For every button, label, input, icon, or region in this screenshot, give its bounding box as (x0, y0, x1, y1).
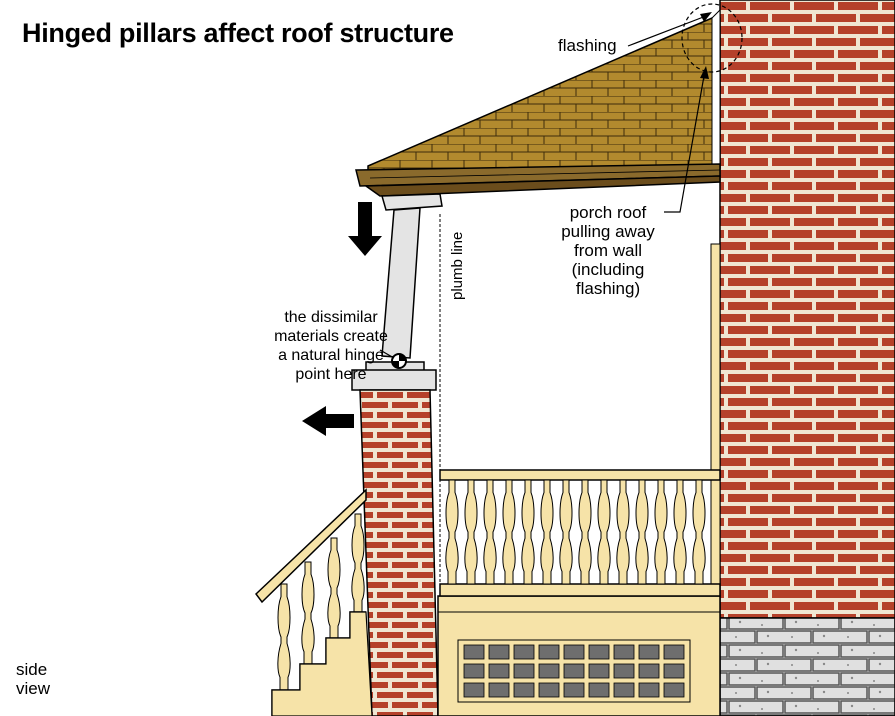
column-capital (381, 193, 443, 211)
stair-railing (254, 488, 373, 716)
hinge-note-label: the dissimilar materials create a natura… (274, 309, 388, 383)
roof-gap (711, 8, 721, 169)
baluster (540, 479, 554, 585)
hinge-point-icon (391, 353, 407, 369)
baluster (597, 479, 611, 585)
baluster (445, 479, 459, 585)
baluster (327, 537, 341, 639)
baluster (673, 479, 687, 585)
tilted-column (381, 207, 421, 359)
baluster (635, 479, 649, 585)
baluster (277, 583, 291, 691)
brick-wall (719, 0, 895, 619)
baluster (301, 561, 315, 665)
page-title: Hinged pillars affect roof structure (22, 18, 454, 48)
baluster (616, 479, 630, 585)
flashing-label: flashing (558, 36, 617, 55)
porch-railing (439, 469, 721, 597)
arrow-left-icon (302, 406, 354, 436)
plumb-line-label: plumb line (449, 231, 466, 300)
porch-roof-label: porch roof pulling away from wall (inclu… (561, 203, 655, 298)
baluster (559, 479, 573, 585)
flashing-leader (627, 12, 712, 47)
stone-foundation (719, 617, 895, 716)
vent-grid (457, 639, 691, 703)
roof-beam (363, 175, 721, 197)
baluster (654, 479, 668, 585)
baluster (351, 513, 365, 613)
baluster (578, 479, 592, 585)
baluster (483, 479, 497, 585)
baluster (692, 479, 706, 585)
flashing-highlight (681, 3, 743, 73)
baluster (464, 479, 478, 585)
porch-roof-leader (664, 66, 709, 213)
view-label: side view (16, 660, 51, 698)
baluster (502, 479, 516, 585)
brick-pillar (359, 389, 439, 716)
baluster (521, 479, 535, 585)
hinge-leader (379, 349, 395, 359)
arrow-down-icon (348, 202, 382, 256)
wall-trim (710, 243, 721, 595)
